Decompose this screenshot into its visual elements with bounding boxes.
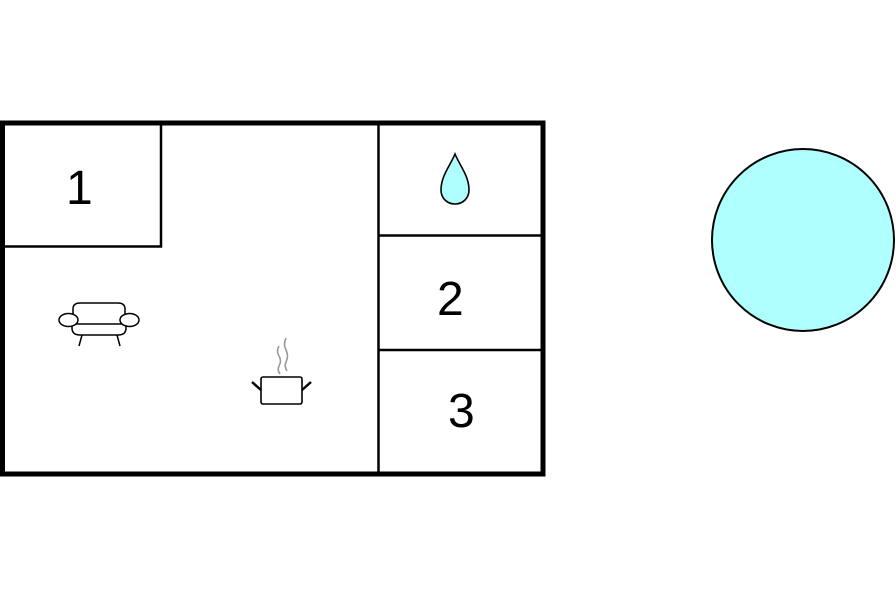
outer-wall [0,120,546,477]
room-3-label: 3 [448,385,475,438]
cooking-pot-icon [251,337,312,405]
room-1-label: 1 [66,162,93,215]
room-2-label: 2 [437,273,464,326]
room-1-wall [3,123,163,248]
water-drop-icon [440,151,470,205]
sofa-icon [58,302,140,347]
pool-icon [711,148,895,332]
